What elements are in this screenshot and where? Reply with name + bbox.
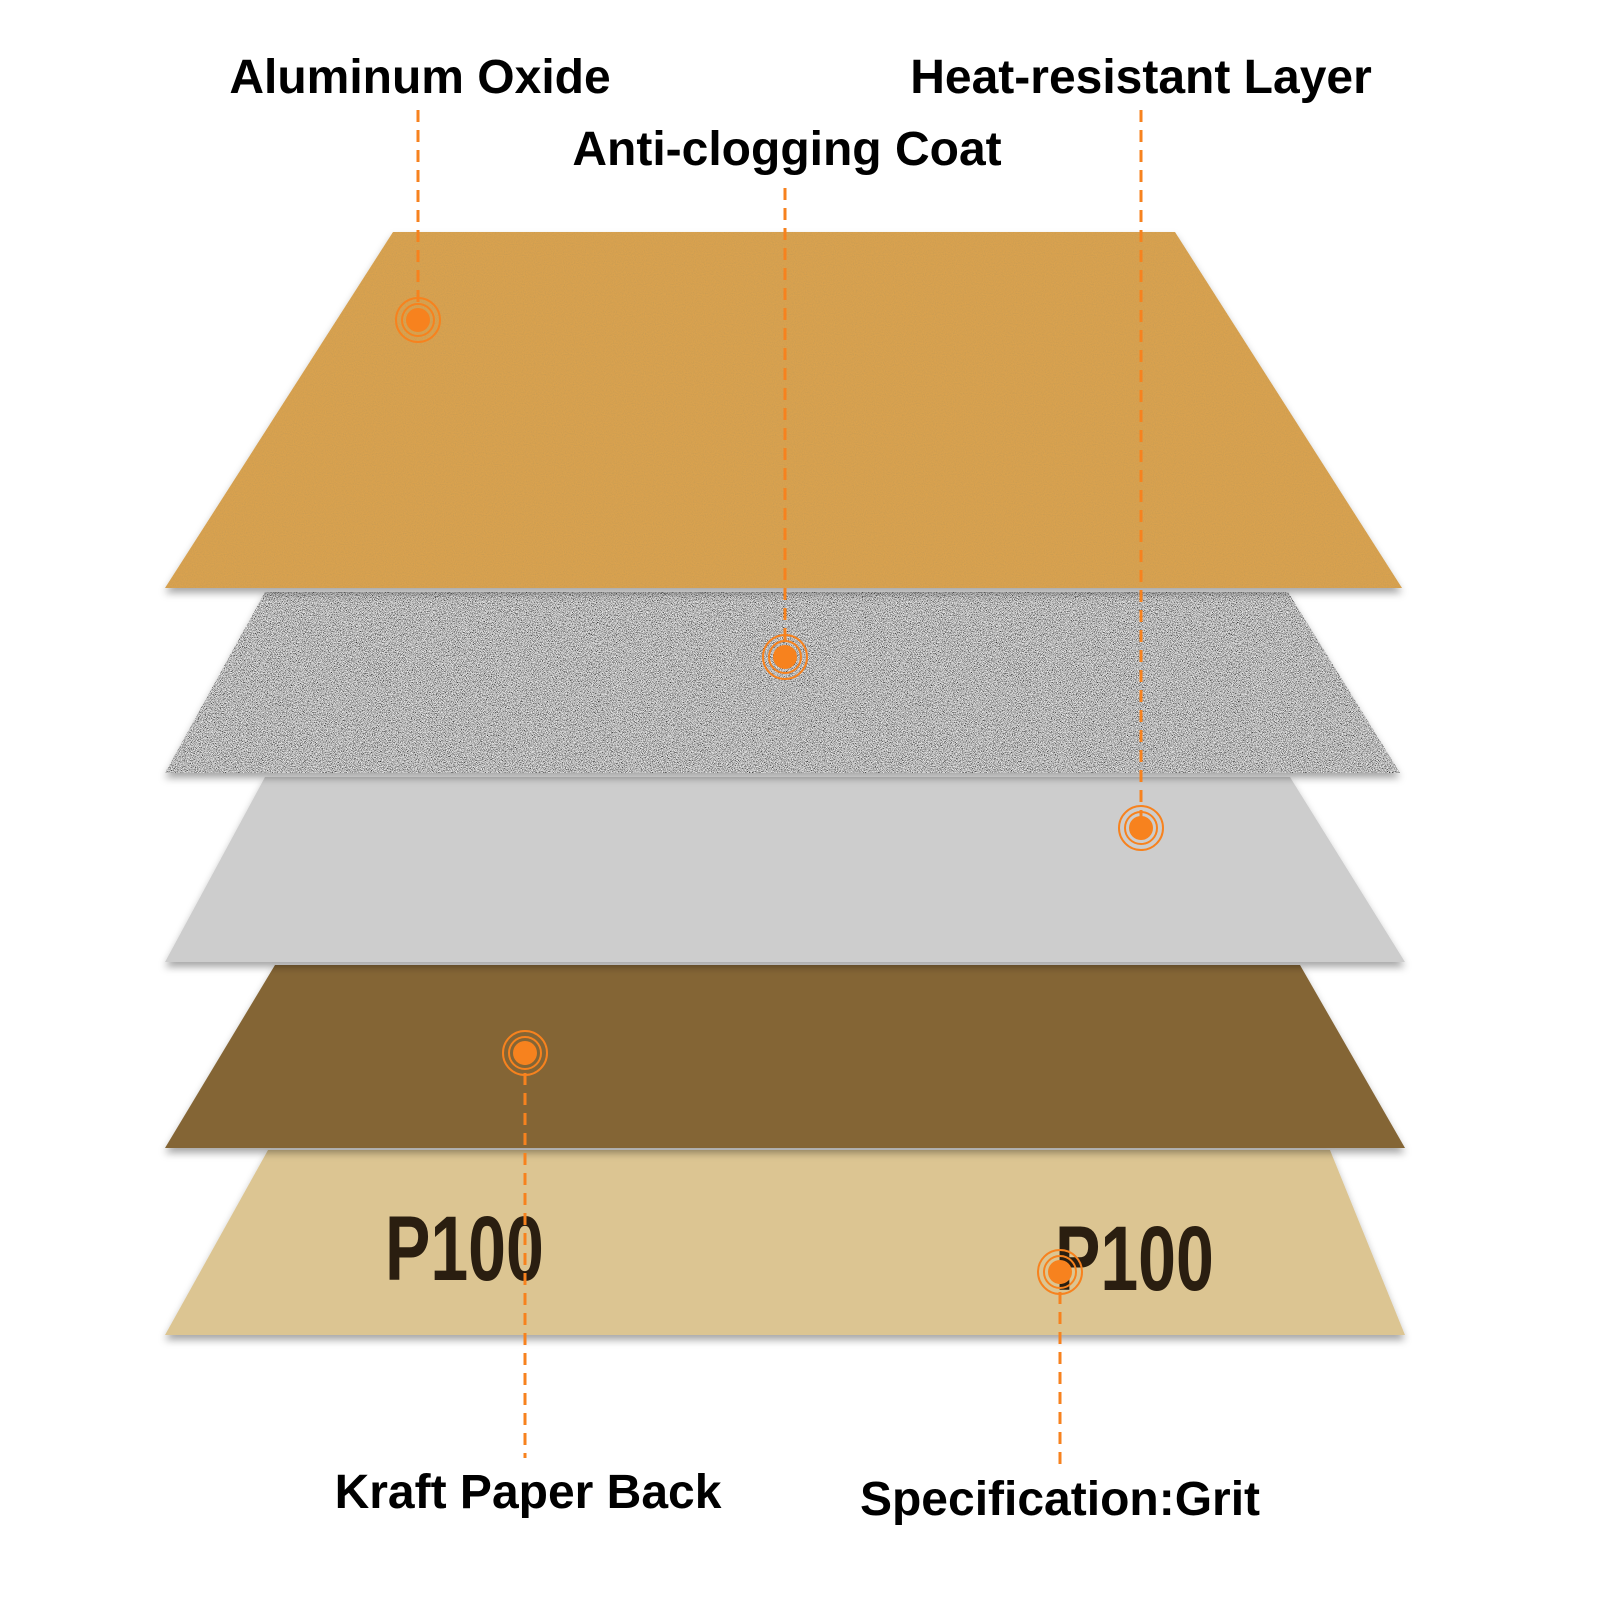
label-kraft-paper-back: Kraft Paper Back bbox=[335, 1466, 722, 1519]
marker-aluminum-oxide-icon bbox=[395, 297, 441, 343]
label-heat-resistant: Heat-resistant Layer bbox=[910, 51, 1372, 104]
marker-anti-clogging-icon bbox=[762, 634, 808, 680]
layer-heat-resistant bbox=[165, 777, 1405, 962]
grit-mark-left: P100 bbox=[385, 1198, 544, 1300]
layer-kraft-paper-back bbox=[165, 965, 1405, 1148]
marker-specification-icon bbox=[1037, 1249, 1083, 1295]
label-anti-clogging: Anti-clogging Coat bbox=[572, 123, 1001, 176]
marker-kraft-paper-back-icon bbox=[502, 1030, 548, 1076]
layer-specification bbox=[165, 1150, 1405, 1335]
label-aluminum-oxide: Aluminum Oxide bbox=[229, 51, 610, 104]
marker-heat-resistant-icon bbox=[1118, 805, 1164, 851]
grit-mark-right: P100 bbox=[1055, 1208, 1214, 1310]
label-specification: Specification:Grit bbox=[860, 1473, 1260, 1526]
layer-anti-clogging bbox=[165, 592, 1400, 773]
